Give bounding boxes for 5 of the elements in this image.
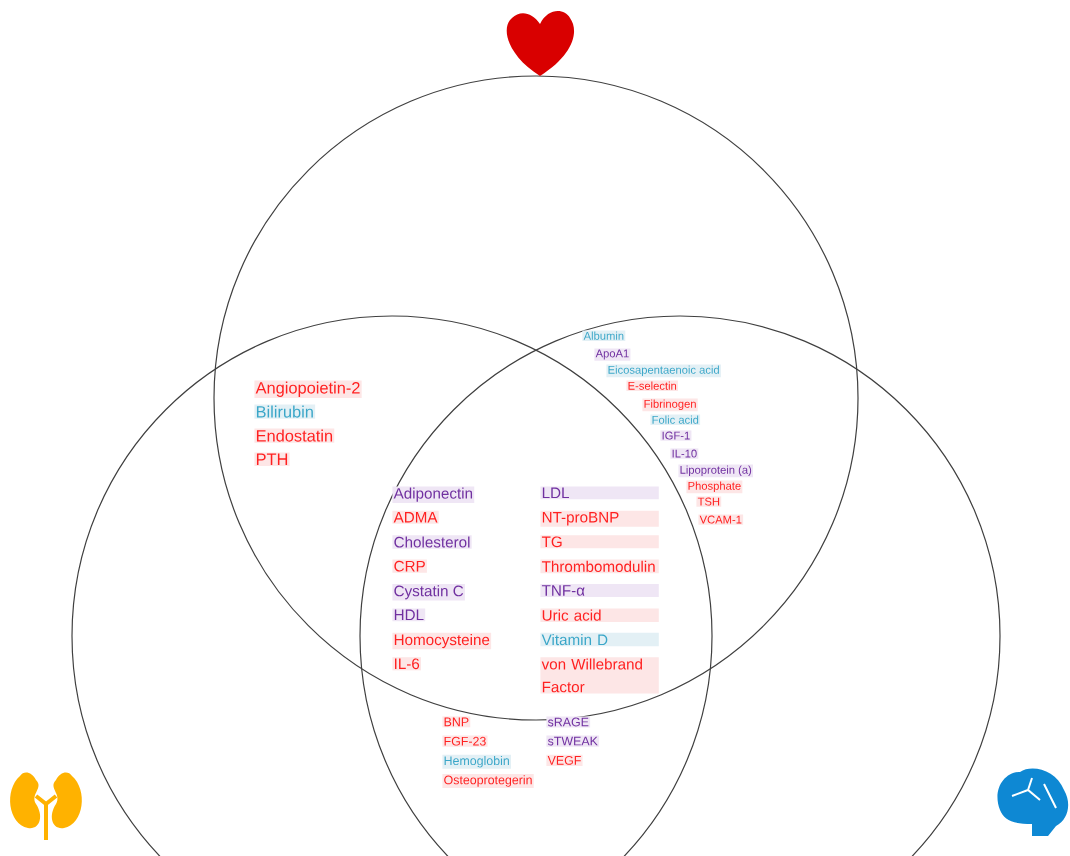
marker-name: Endostatin — [254, 428, 335, 443]
venn-circle — [213, 75, 859, 721]
marker-name: PTH — [254, 452, 290, 467]
marker-name: Angiopoietin-2 — [254, 380, 362, 399]
marker-name: Bilirubin — [254, 404, 316, 419]
